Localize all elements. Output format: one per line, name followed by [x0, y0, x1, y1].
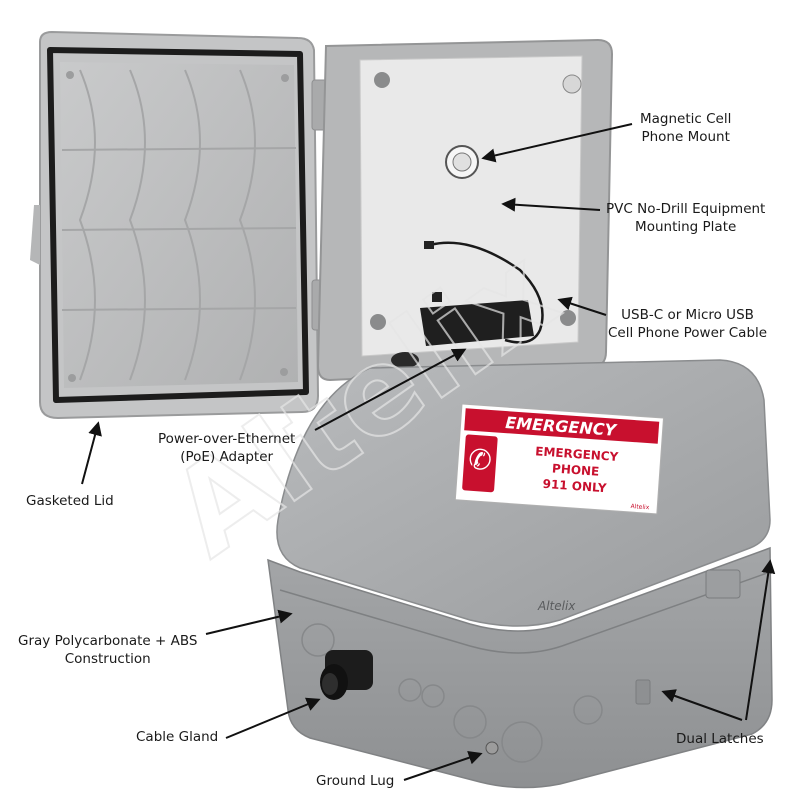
- open-lid: [30, 30, 329, 420]
- sticker-brand: Altelix: [630, 503, 650, 511]
- arrow-latch-upper: [745, 559, 776, 721]
- arrow-plate: [501, 197, 601, 212]
- label-dual-latches: Dual Latches: [676, 731, 764, 747]
- arrow-poe: [314, 348, 467, 431]
- label-construction: Gray Polycarbonate + ABS Construction: [18, 633, 198, 667]
- arrow-construction: [205, 609, 293, 635]
- gasket: [47, 47, 309, 403]
- arrow-gland: [225, 697, 321, 739]
- sticker-line3: 911 ONLY: [542, 477, 607, 495]
- magnetic-mount: [445, 145, 479, 179]
- latch-lower: [635, 679, 651, 705]
- sticker-line1: EMERGENCY: [535, 444, 619, 464]
- label-mounting-plate: PVC No-Drill Equipment Mounting Plate: [606, 201, 766, 235]
- mounting-plate: [359, 55, 583, 357]
- label-ground-lug: Ground Lug: [316, 773, 395, 789]
- open-base: [316, 38, 614, 382]
- closed-enclosure: Altelix: [267, 359, 773, 789]
- arrow-latch-lower: [661, 689, 743, 721]
- sticker-line2: PHONE: [552, 461, 600, 478]
- callout-arrows: [81, 123, 776, 781]
- arrow-magnetic: [481, 123, 633, 163]
- label-gasketed-lid: Gasketed Lid: [26, 493, 114, 509]
- poe-adapter: [420, 292, 534, 346]
- ground-lug: [485, 741, 499, 755]
- label-magnetic-mount: Magnetic Cell Phone Mount: [640, 111, 732, 145]
- latch-upper: [705, 569, 741, 599]
- arrow-lid: [81, 421, 102, 485]
- arrow-lug: [403, 751, 483, 781]
- label-poe-adapter: Power-over-Ethernet (PoE) Adapter: [158, 431, 296, 465]
- phone-icon: ✆: [467, 443, 493, 478]
- arrow-cable: [557, 296, 607, 316]
- brand-emboss: Altelix: [537, 599, 576, 613]
- cable-gland: [320, 650, 373, 700]
- usb-cable: [429, 241, 544, 344]
- emergency-sticker: EMERGENCY ✆ EMERGENCY PHONE 911 ONLY Alt…: [454, 403, 665, 515]
- label-power-cable: USB-C or Micro USB Cell Phone Power Cabl…: [608, 307, 768, 341]
- label-cable-gland: Cable Gland: [136, 729, 219, 745]
